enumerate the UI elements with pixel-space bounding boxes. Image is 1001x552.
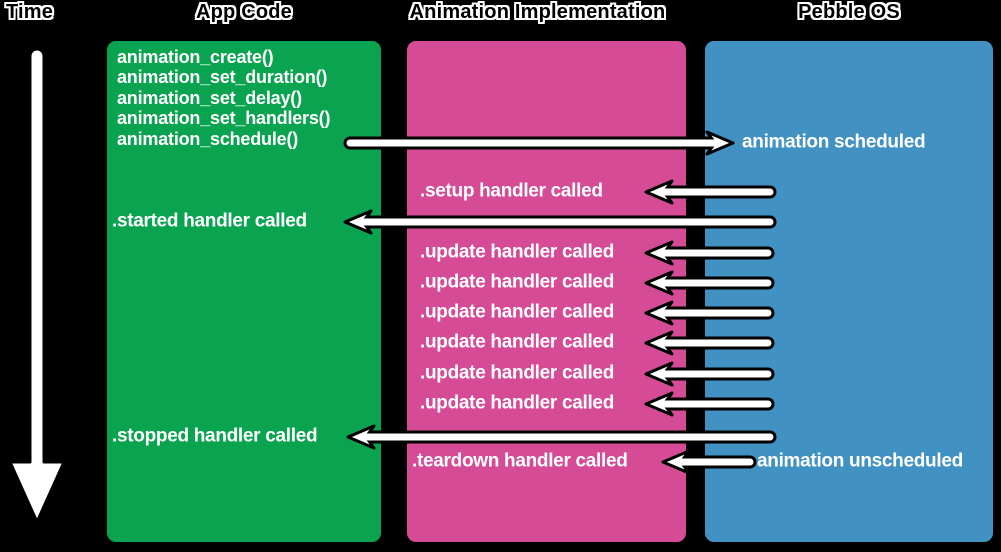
- flow-arrow-left: [644, 330, 775, 356]
- app-code-function-line: animation_set_delay(): [117, 87, 302, 108]
- app-code-function-line: animation_set_duration(): [117, 67, 328, 88]
- app-code-function-line: animation_set_handlers(): [117, 108, 331, 129]
- flow-arrow-right: [343, 130, 735, 156]
- flow-arrow-left: [644, 391, 775, 417]
- animation-implementation-title: Animation Implementation: [409, 1, 666, 23]
- event-label-animation-implementation: .update handler called: [420, 241, 615, 263]
- flow-arrow-left: [644, 240, 775, 266]
- event-label-animation-implementation: .update handler called: [420, 392, 615, 414]
- app-code-title: App Code: [195, 1, 293, 23]
- event-label-app-code: .started handler called: [112, 210, 307, 232]
- flow-arrow-left: [644, 179, 777, 205]
- event-label-animation-implementation: .teardown handler called: [412, 450, 628, 472]
- time-axis-arrow-icon: [8, 47, 66, 524]
- flow-arrow-left: [644, 300, 775, 326]
- flow-arrow-left: [343, 209, 777, 235]
- flow-arrow-left: [346, 424, 777, 450]
- pebble-os-title: Pebble OS: [798, 1, 900, 23]
- event-label-animation-implementation: .update handler called: [420, 362, 615, 384]
- event-label-animation-implementation: .update handler called: [420, 331, 615, 353]
- app-code-box: [104, 38, 384, 545]
- event-label-pebble-os: animation unscheduled: [757, 450, 963, 472]
- flow-arrow-left: [644, 361, 775, 387]
- flow-arrow-left: [661, 449, 757, 475]
- app-code-function-list: animation_create()animation_set_duration…: [117, 47, 330, 149]
- app-code-function-line: animation_schedule(): [117, 128, 299, 149]
- app-code-function-line: animation_create(): [117, 47, 274, 67]
- event-label-animation-implementation: .setup handler called: [420, 180, 603, 202]
- animation-implementation-box: [404, 38, 689, 545]
- event-label-animation-implementation: .update handler called: [420, 271, 615, 293]
- time-label: Time: [6, 1, 54, 23]
- event-label-app-code: .stopped handler called: [112, 425, 318, 447]
- event-label-pebble-os: animation scheduled: [742, 131, 926, 153]
- flow-arrow-left: [644, 270, 775, 296]
- event-label-animation-implementation: .update handler called: [420, 301, 615, 323]
